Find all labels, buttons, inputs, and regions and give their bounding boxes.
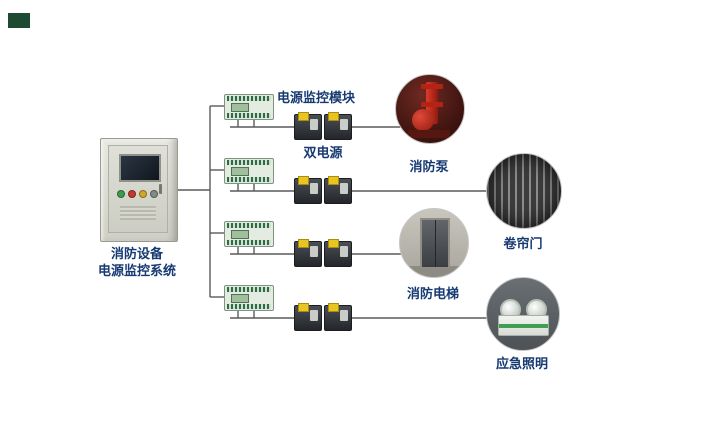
transfer-switch-unit xyxy=(324,176,352,204)
roller-shutter-photo xyxy=(486,153,562,229)
cabinet-label-line2: 电源监控系统 xyxy=(97,263,177,278)
transfer-switch-unit xyxy=(294,112,322,140)
elevator-floor xyxy=(400,266,468,277)
cabinet-indicator-red xyxy=(128,190,136,198)
corner-logo xyxy=(8,13,30,28)
cabinet-label: 消防设备 电源监控系统 xyxy=(98,245,176,279)
emergency-lamp-stripe xyxy=(499,324,548,328)
transfer-switch-unit xyxy=(294,176,322,204)
transfer-switch-unit xyxy=(294,239,322,267)
cabinet-indicator-yellow xyxy=(139,190,147,198)
cabinet-indicator-green xyxy=(117,190,125,198)
pump-flange xyxy=(421,84,443,89)
power-monitor-module-4 xyxy=(224,285,274,311)
fire-pump-photo xyxy=(395,74,465,144)
dual-power-switch-2 xyxy=(294,176,352,204)
module-display xyxy=(231,167,249,176)
dual-power-label: 双电源 xyxy=(303,145,343,160)
power-monitor-module-1 xyxy=(224,94,274,120)
pump-volute xyxy=(412,109,434,131)
cabinet-door xyxy=(108,145,168,233)
cabinet-label-line1: 消防设备 xyxy=(110,246,164,261)
module-display xyxy=(231,103,249,112)
module-display xyxy=(231,294,249,303)
elevator-door xyxy=(420,218,450,269)
cabinet-vent xyxy=(120,206,156,220)
device-label-emergency-lighting: 应急照明 xyxy=(495,356,549,371)
cabinet-indicator-gray xyxy=(150,190,158,198)
dual-power-switch-3 xyxy=(294,239,352,267)
cabinet-display xyxy=(119,154,161,182)
monitoring-cabinet xyxy=(100,138,178,242)
device-label-fire-elevator: 消防电梯 xyxy=(406,286,460,301)
emergency-light-photo xyxy=(486,277,560,351)
transfer-switch-unit xyxy=(324,303,352,331)
dual-power-switch-1 xyxy=(294,112,352,140)
pump-base xyxy=(408,130,450,138)
power-monitor-module-3 xyxy=(224,221,274,247)
transfer-switch-unit xyxy=(294,303,322,331)
module-display xyxy=(231,230,249,239)
cabinet-lock xyxy=(159,184,162,194)
device-label-fire-pump: 消防泵 xyxy=(409,159,449,174)
pump-flange xyxy=(421,102,443,107)
power-monitor-module-2 xyxy=(224,158,274,184)
elevator-door-split xyxy=(435,220,436,267)
transfer-switch-unit xyxy=(324,112,352,140)
module-label: 电源监控模块 xyxy=(277,90,356,105)
emergency-lamp-body xyxy=(498,315,549,336)
dual-power-switch-4 xyxy=(294,303,352,331)
device-label-roller-shutter: 卷帘门 xyxy=(503,236,543,251)
fire-elevator-photo xyxy=(399,208,469,278)
transfer-switch-unit xyxy=(324,239,352,267)
